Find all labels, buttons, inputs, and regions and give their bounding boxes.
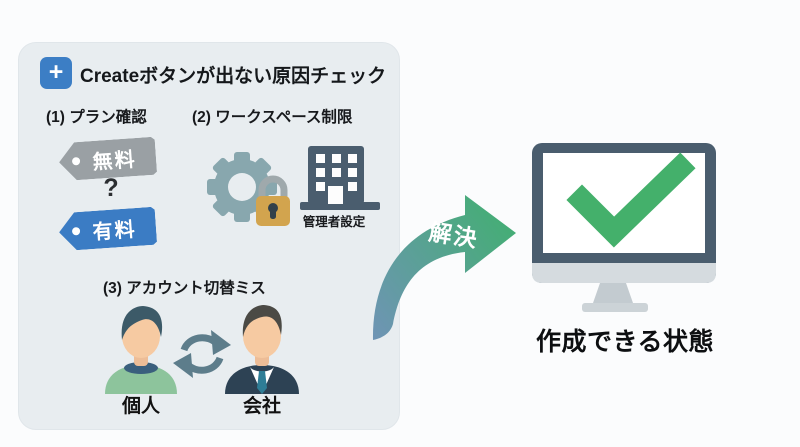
tag-hole <box>72 157 81 166</box>
section-account-heading: (3) アカウント切替ミス <box>103 280 266 297</box>
free-plan-tag-label: 無料 <box>91 148 138 174</box>
section-plan-heading: (1) プラン確認 <box>46 109 147 126</box>
monitor-check-icon <box>532 143 716 312</box>
building-icon <box>300 146 380 210</box>
person-casual-icon <box>105 306 177 394</box>
checkmark-icon <box>566 152 696 248</box>
panel-title: Createボタンが出ない原因チェック <box>80 66 387 87</box>
person-suit-icon <box>225 305 299 394</box>
question-mark: ? <box>103 174 119 202</box>
tag-hole <box>72 227 81 236</box>
paid-plan-tag-label: 有料 <box>91 218 138 244</box>
switch-arrows-icon <box>173 330 231 378</box>
admin-settings-caption: 管理者設定 <box>302 215 366 229</box>
plus-icon: + <box>40 57 72 89</box>
company-label: 会社 <box>242 396 281 417</box>
personal-label: 個人 <box>121 396 160 417</box>
gear-lock-icon <box>207 152 290 226</box>
solution-arrow-icon <box>372 195 516 340</box>
section-workspace-heading: (2) ワークスペース制限 <box>192 109 353 126</box>
result-label: 作成できる状態 <box>535 328 714 356</box>
